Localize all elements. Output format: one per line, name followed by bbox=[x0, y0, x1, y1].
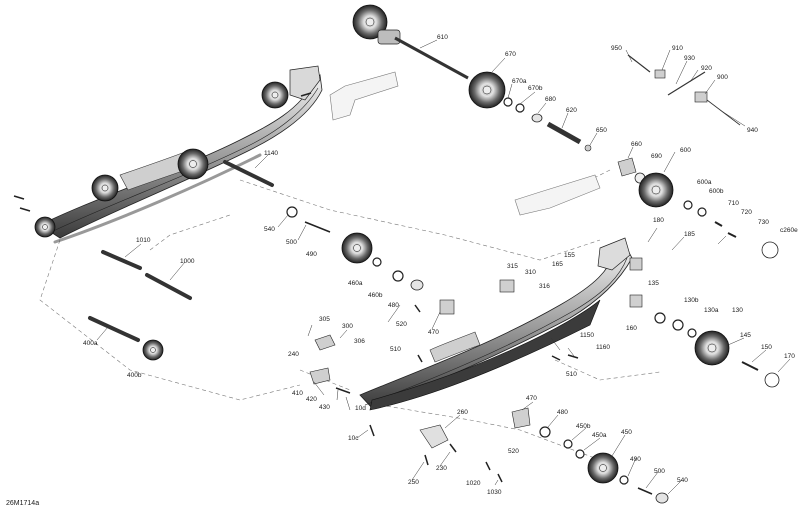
callout-240: 240 bbox=[288, 351, 299, 358]
callout-600a: 600a bbox=[697, 179, 712, 186]
callout-450: 450 bbox=[621, 429, 632, 436]
callout-310: 310 bbox=[525, 269, 536, 276]
callout-430: 430 bbox=[319, 404, 330, 411]
callout-650: 650 bbox=[596, 127, 607, 134]
callout-940: 940 bbox=[747, 127, 758, 134]
callout-540-upper: 540 bbox=[264, 226, 275, 233]
lower-center-parts bbox=[309, 304, 669, 504]
callout-490-lower: 490 bbox=[630, 456, 641, 463]
callout-135: 135 bbox=[648, 280, 659, 287]
callout-540-lower: 540 bbox=[677, 477, 688, 484]
upper-shaft-assembly bbox=[329, 4, 601, 216]
callout-910: 910 bbox=[672, 45, 683, 52]
rail-wheel bbox=[177, 148, 209, 180]
callout-400b: 400b bbox=[127, 372, 142, 379]
callout-170: 170 bbox=[784, 353, 795, 360]
right-upper-wheel-assembly bbox=[617, 157, 779, 259]
callout-620: 620 bbox=[566, 107, 577, 114]
callout-1020: 1020 bbox=[466, 480, 481, 487]
mid-wheel-assembly bbox=[286, 206, 424, 291]
callout-130: 130 bbox=[732, 307, 743, 314]
callout-labels: 610 670 670a 670b 680 620 650 950 910 93… bbox=[83, 34, 798, 496]
limiter-strap-assembly bbox=[627, 54, 741, 126]
callout-510-right: 510 bbox=[566, 371, 577, 378]
callout-950: 950 bbox=[611, 45, 622, 52]
callout-460a: 460a bbox=[348, 280, 363, 287]
callout-145: 145 bbox=[740, 332, 751, 339]
callout-490-upper: 490 bbox=[306, 251, 317, 258]
drawing-reference: 26M1714a bbox=[6, 500, 40, 507]
callout-660: 660 bbox=[631, 141, 642, 148]
callout-520-lower: 520 bbox=[508, 448, 519, 455]
rail-wheel bbox=[91, 174, 119, 202]
callout-250: 250 bbox=[408, 479, 419, 486]
callout-260: 260 bbox=[457, 409, 468, 416]
callout-316: 316 bbox=[539, 283, 550, 290]
callout-1150: 1150 bbox=[580, 332, 594, 339]
callout-1010: 1010 bbox=[136, 237, 151, 244]
callout-150: 150 bbox=[761, 344, 772, 351]
callout-930: 930 bbox=[684, 55, 695, 62]
right-rail-assembly bbox=[359, 237, 643, 411]
callout-720: 720 bbox=[741, 209, 752, 216]
callout-1160: 1160 bbox=[596, 344, 610, 351]
callout-710: 710 bbox=[728, 200, 739, 207]
callout-470-lower: 470 bbox=[526, 395, 537, 402]
callout-10c: 10c bbox=[348, 435, 359, 442]
callout-450b: 450b bbox=[576, 423, 591, 430]
callout-480-upper: 480 bbox=[388, 302, 399, 309]
callout-500-upper: 500 bbox=[286, 239, 297, 246]
callout-300: 300 bbox=[342, 323, 353, 330]
callout-1030: 1030 bbox=[487, 489, 502, 496]
rail-wheel bbox=[261, 81, 289, 109]
callout-185: 185 bbox=[684, 231, 695, 238]
callout-305: 305 bbox=[319, 316, 330, 323]
callout-1140: 1140 bbox=[264, 150, 278, 157]
rail-wheel bbox=[34, 216, 56, 238]
callout-1000: 1000 bbox=[180, 258, 195, 265]
callout-420: 420 bbox=[306, 396, 317, 403]
callout-730: 730 bbox=[758, 219, 769, 226]
right-lower-wheel-assembly bbox=[654, 312, 780, 388]
callout-670a: 670a bbox=[512, 78, 527, 85]
callout-900: 900 bbox=[717, 74, 728, 81]
callout-520-upper: 520 bbox=[396, 321, 407, 328]
callout-130a: 130a bbox=[704, 307, 719, 314]
callout-600: 600 bbox=[680, 147, 691, 154]
callout-500-lower: 500 bbox=[654, 468, 665, 475]
callout-680: 680 bbox=[545, 96, 556, 103]
callout-130b: 130b bbox=[684, 297, 699, 304]
callout-180: 180 bbox=[653, 217, 664, 224]
callout-10d: 10d bbox=[355, 405, 366, 412]
callout-306: 306 bbox=[354, 338, 365, 345]
callout-920: 920 bbox=[701, 65, 712, 72]
callout-160: 160 bbox=[626, 325, 637, 332]
callout-690: 690 bbox=[651, 153, 662, 160]
callout-600b: 600b bbox=[709, 188, 724, 195]
callout-400a: 400a bbox=[83, 340, 98, 347]
callout-315: 315 bbox=[507, 263, 518, 270]
callout-leaders bbox=[96, 39, 791, 495]
callout-510-left: 510 bbox=[390, 346, 401, 353]
callout-c260e: c260e bbox=[780, 227, 798, 234]
callout-670: 670 bbox=[505, 51, 516, 58]
callout-230: 230 bbox=[436, 465, 447, 472]
lower-shafts bbox=[88, 160, 274, 361]
left-rail-assembly bbox=[13, 65, 323, 244]
callout-165: 165 bbox=[552, 261, 563, 268]
callout-450a: 450a bbox=[592, 432, 607, 439]
callout-470-upper: 470 bbox=[428, 329, 439, 336]
callout-410: 410 bbox=[292, 390, 303, 397]
callout-460b: 460b bbox=[368, 292, 383, 299]
callout-610: 610 bbox=[437, 34, 448, 41]
callout-480-lower: 480 bbox=[557, 409, 568, 416]
callout-670b: 670b bbox=[528, 85, 543, 92]
callout-155: 155 bbox=[564, 252, 575, 259]
